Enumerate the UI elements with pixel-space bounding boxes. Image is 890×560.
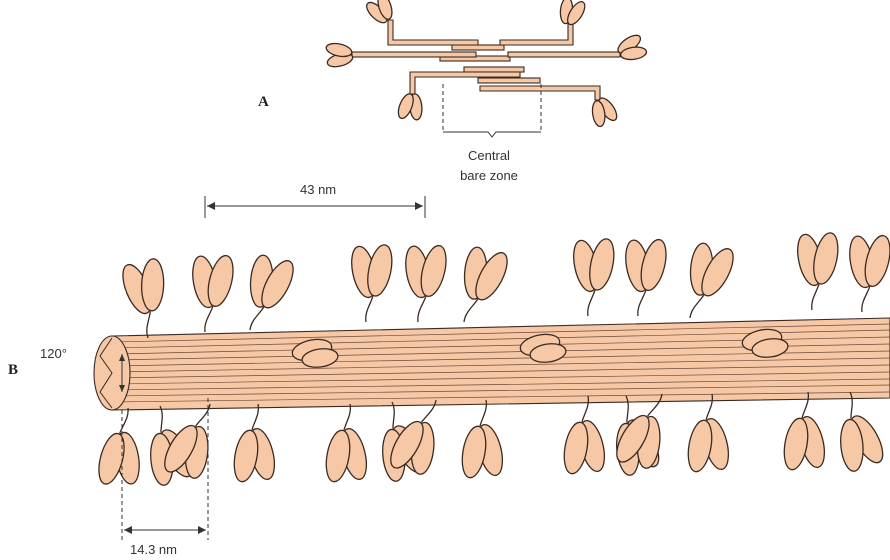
myosin-head-a6 — [585, 93, 621, 130]
bare-zone-label-line2: bare zone — [460, 168, 518, 183]
panel-b-label: B — [8, 362, 18, 378]
myosin-head-a5 — [395, 90, 427, 123]
myosin-head-a4 — [613, 31, 650, 67]
crown-spacing-label: 43 nm — [300, 182, 336, 197]
panel-a-label: A — [258, 94, 269, 110]
panel-b: B 43 nm — [8, 182, 890, 557]
repeat-spacing-label: 14.3 nm — [130, 542, 177, 557]
rotation-angle-label: 120° — [40, 346, 67, 361]
panel-a: A — [258, 0, 650, 183]
bipolar-filament-sketch — [325, 0, 650, 130]
bare-zone-label-line1: Central — [468, 148, 510, 163]
myosin-head-a3 — [325, 41, 354, 69]
bare-zone-bracket — [443, 132, 541, 137]
myosin-head-a1 — [361, 0, 400, 29]
